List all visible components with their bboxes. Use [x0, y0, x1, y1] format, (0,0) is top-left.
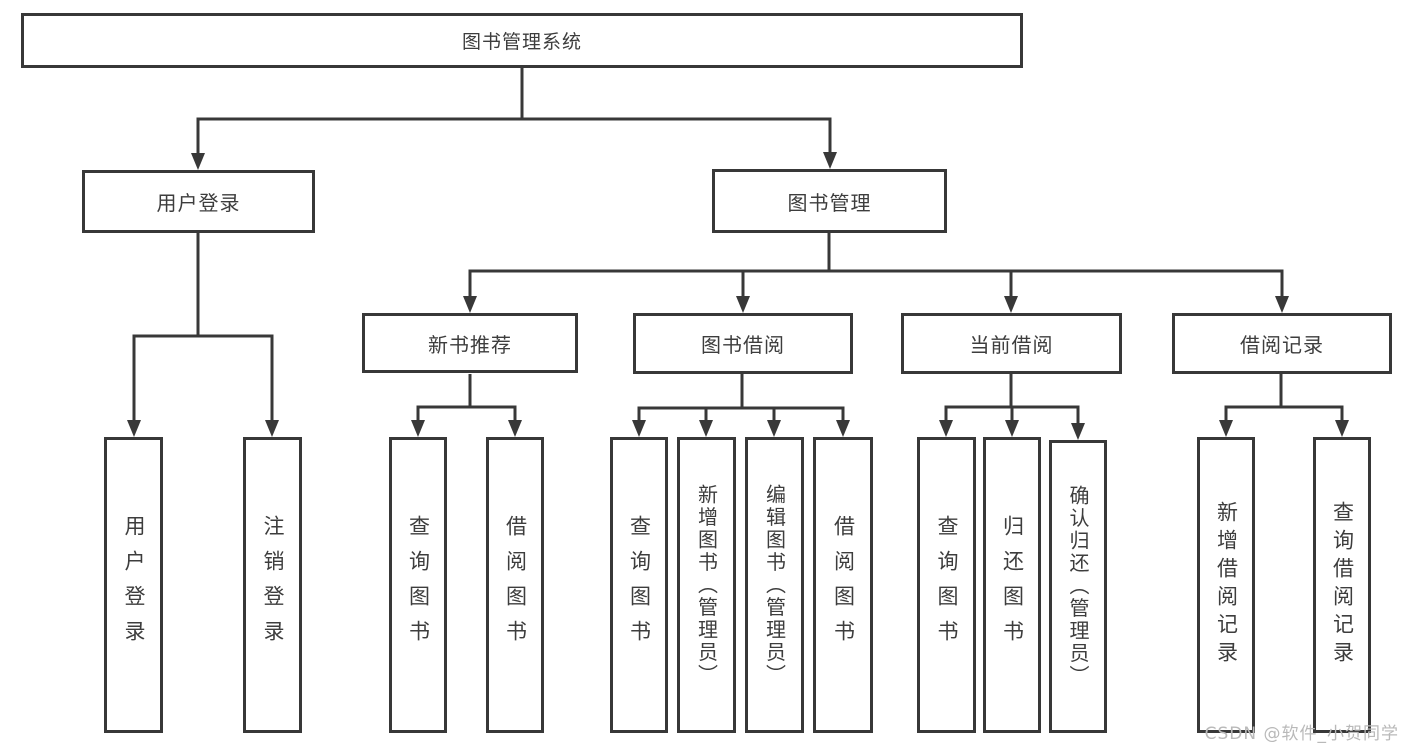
leaf-return-book-label: 归还图书	[1000, 515, 1025, 655]
node-book-borrow-label: 图书借阅	[701, 333, 785, 357]
node-root-label: 图书管理系统	[461, 31, 582, 53]
csdn-watermark: CSDN @软件_小贺同学	[1204, 724, 1399, 744]
leaf-recommend-query-book-label: 查询图书	[406, 515, 431, 655]
arrowheads	[127, 152, 1349, 440]
leaf-borrow-query-book: 查询图书	[610, 437, 668, 733]
leaf-borrow-book-label: 借阅图书	[831, 515, 856, 655]
leaf-add-book-admin-label: 新增图书（管理员）	[694, 483, 719, 687]
leaf-recommend-borrow-book-label: 借阅图书	[503, 515, 528, 655]
node-user-login-label: 用户登录	[156, 191, 241, 215]
leaf-confirm-return-admin-label: 确认归还（管理员）	[1066, 485, 1090, 688]
node-book-management: 图书管理	[712, 169, 947, 233]
leaf-edit-book-admin-label: 编辑图书（管理员）	[762, 483, 787, 687]
node-book-borrow: 图书借阅	[633, 313, 853, 374]
leaf-logout-label: 注销登录	[261, 515, 285, 655]
leaf-borrow-query-book-label: 查询图书	[627, 515, 652, 655]
node-current-borrow: 当前借阅	[901, 313, 1122, 374]
leaf-recommend-borrow-book: 借阅图书	[486, 437, 544, 733]
node-borrow-record-label: 借阅记录	[1240, 333, 1324, 357]
leaf-user-login: 用户登录	[104, 437, 163, 733]
leaf-query-borrow-record: 查询借阅记录	[1313, 437, 1371, 733]
node-book-management-label: 图书管理	[787, 190, 872, 215]
leaf-edit-book-admin: 编辑图书（管理员）	[745, 437, 804, 733]
leaf-recommend-query-book: 查询图书	[389, 437, 447, 733]
node-new-book-recommend-label: 新书推荐	[428, 332, 512, 357]
leaf-current-query-book: 查询图书	[917, 437, 976, 733]
leaf-user-login-label: 用户登录	[122, 515, 146, 655]
leaf-add-borrow-record-label: 新增借阅记录	[1214, 501, 1239, 669]
leaf-current-query-book-label: 查询图书	[935, 515, 959, 655]
node-root: 图书管理系统	[21, 13, 1023, 68]
leaf-query-borrow-record-label: 查询借阅记录	[1330, 501, 1355, 669]
node-new-book-recommend: 新书推荐	[362, 313, 578, 373]
node-current-borrow-label: 当前借阅	[969, 333, 1054, 357]
leaf-add-book-admin: 新增图书（管理员）	[677, 437, 736, 733]
node-borrow-record: 借阅记录	[1172, 313, 1392, 374]
node-user-login: 用户登录	[82, 170, 315, 233]
leaf-confirm-return-admin: 确认归还（管理员）	[1049, 440, 1107, 733]
leaf-logout: 注销登录	[243, 437, 302, 733]
leaf-add-borrow-record: 新增借阅记录	[1197, 437, 1255, 733]
leaf-borrow-book: 借阅图书	[813, 437, 873, 733]
leaf-return-book: 归还图书	[983, 437, 1041, 733]
